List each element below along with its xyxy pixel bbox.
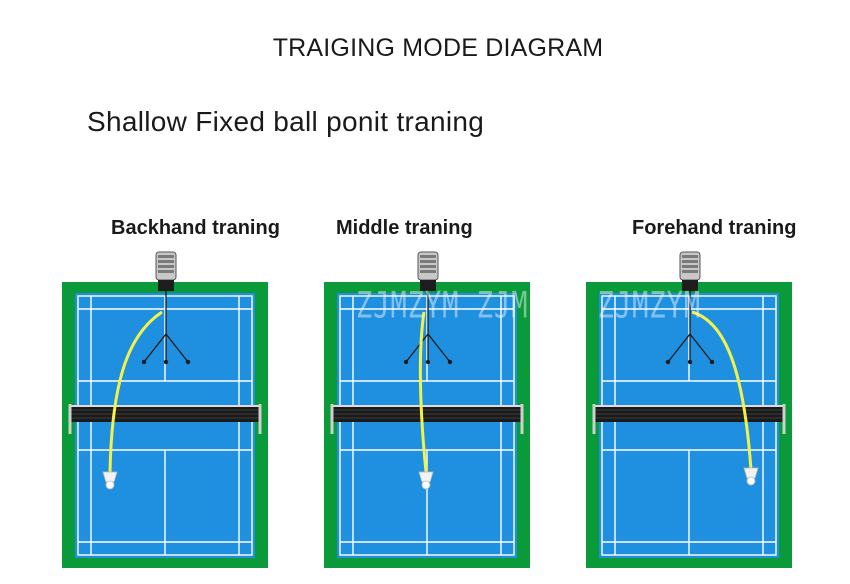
- shuttlecock-icon: [418, 471, 434, 490]
- net: [68, 404, 262, 434]
- net: [592, 404, 786, 434]
- court-backhand: [62, 251, 268, 568]
- court-middle: [324, 251, 530, 568]
- panel-forehand-label: Forehand traning: [632, 217, 797, 239]
- court-lines: [339, 295, 515, 556]
- court-lines: [601, 295, 777, 556]
- panel-middle-label: Middle traning: [336, 217, 473, 239]
- shuttle-trajectory: [691, 310, 753, 471]
- shuttle-launcher: [403, 251, 453, 365]
- shuttlecock-icon: [102, 471, 118, 490]
- panel-backhand-label: Backhand traning: [111, 217, 280, 239]
- court-forehand: [586, 251, 792, 568]
- shuttle-trajectory: [418, 311, 428, 473]
- shuttle-launcher: [141, 251, 191, 365]
- court-lines: [77, 295, 253, 556]
- diagram-subtitle: Shallow Fixed ball ponit traning: [87, 106, 485, 137]
- shuttle-launcher: [665, 251, 715, 365]
- page-title: TRAIGING MODE DIAGRAM: [272, 34, 604, 62]
- net: [330, 404, 524, 434]
- shuttle-trajectory: [108, 310, 163, 473]
- watermark: ZJMZYM ZJMZYM ZJMZYM: [356, 285, 702, 327]
- shuttlecock-icon: [743, 467, 759, 486]
